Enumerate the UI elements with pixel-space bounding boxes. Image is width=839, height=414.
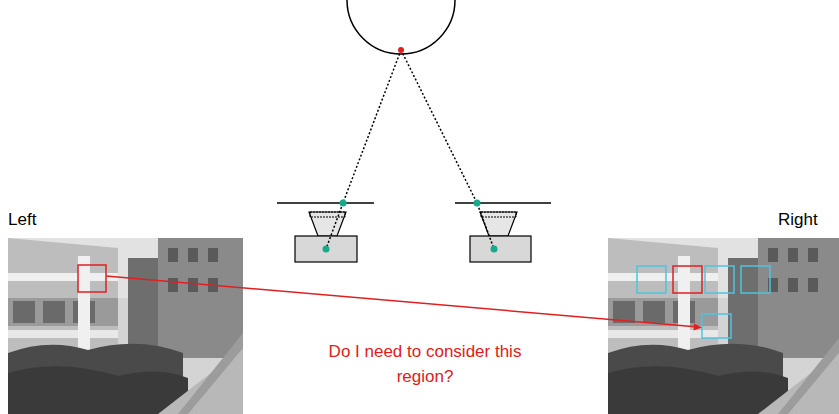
view-label: Right <box>778 208 818 233</box>
view-label: Left <box>8 208 36 233</box>
question-note: Do I need to consider this region? <box>305 340 545 389</box>
